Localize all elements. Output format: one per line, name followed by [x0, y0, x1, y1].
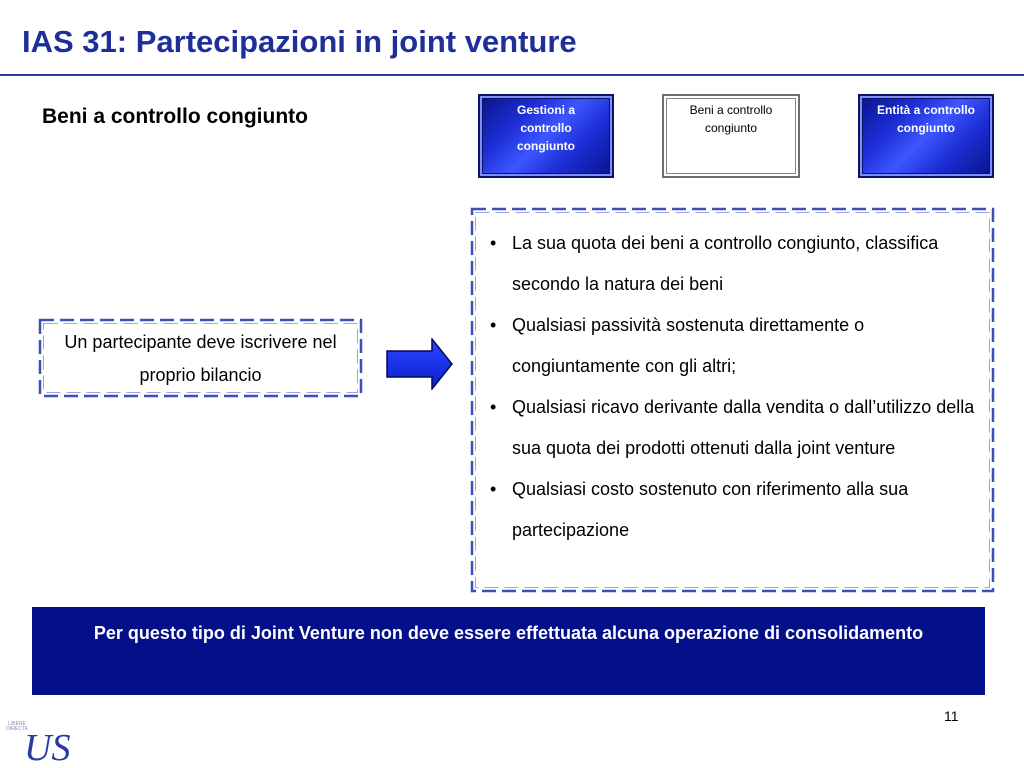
logo-mark: US: [24, 727, 70, 766]
section-subtitle: Beni a controllo congiunto: [42, 105, 308, 128]
participant-text: Un partecipante deve iscrivere nel propr…: [64, 332, 337, 385]
tab-gestioni-controllo-congiunto[interactable]: Gestioni a controllo congiunto: [478, 94, 614, 178]
tab-label: Gestioni a controllo congiunto: [516, 103, 575, 153]
list-item: Qualsiasi ricavo derivante dalla vendita…: [482, 387, 982, 469]
arrow-right-icon: [386, 338, 453, 390]
logo-letters: US: [24, 727, 70, 766]
banner-text: Per questo tipo di Joint Venture non dev…: [93, 623, 924, 643]
participant-box: Un partecipante deve iscrivere nel propr…: [38, 318, 363, 398]
dashed-border: [38, 318, 363, 398]
logo-motto: LIBERE DIRECTA: [6, 721, 28, 732]
list-item: Qualsiasi passività sostenuta direttamen…: [482, 305, 982, 387]
university-logo-icon: LIBERE DIRECTA US: [4, 721, 84, 767]
list-item: Qualsiasi costo sostenuto con riferiment…: [482, 469, 982, 551]
slide-title: IAS 31: Partecipazioni in joint venture: [22, 24, 577, 59]
conclusion-banner: Per questo tipo di Joint Venture non dev…: [32, 607, 985, 695]
page-number: 11: [944, 708, 959, 724]
obligations-box: La sua quota dei beni a controllo congiu…: [470, 207, 995, 593]
list-item: La sua quota dei beni a controllo congiu…: [482, 223, 982, 305]
tab-label: Beni a controllo congiunto: [689, 103, 773, 135]
tab-beni-controllo-congiunto[interactable]: Beni a controllo congiunto: [662, 94, 800, 178]
title-divider: [0, 74, 1024, 76]
obligations-list: La sua quota dei beni a controllo congiu…: [482, 223, 982, 551]
dashed-border: [470, 207, 995, 593]
tab-entita-controllo-congiunto[interactable]: Entità a controllo congiunto: [858, 94, 994, 178]
tab-label: Entità a controllo congiunto: [876, 103, 975, 135]
